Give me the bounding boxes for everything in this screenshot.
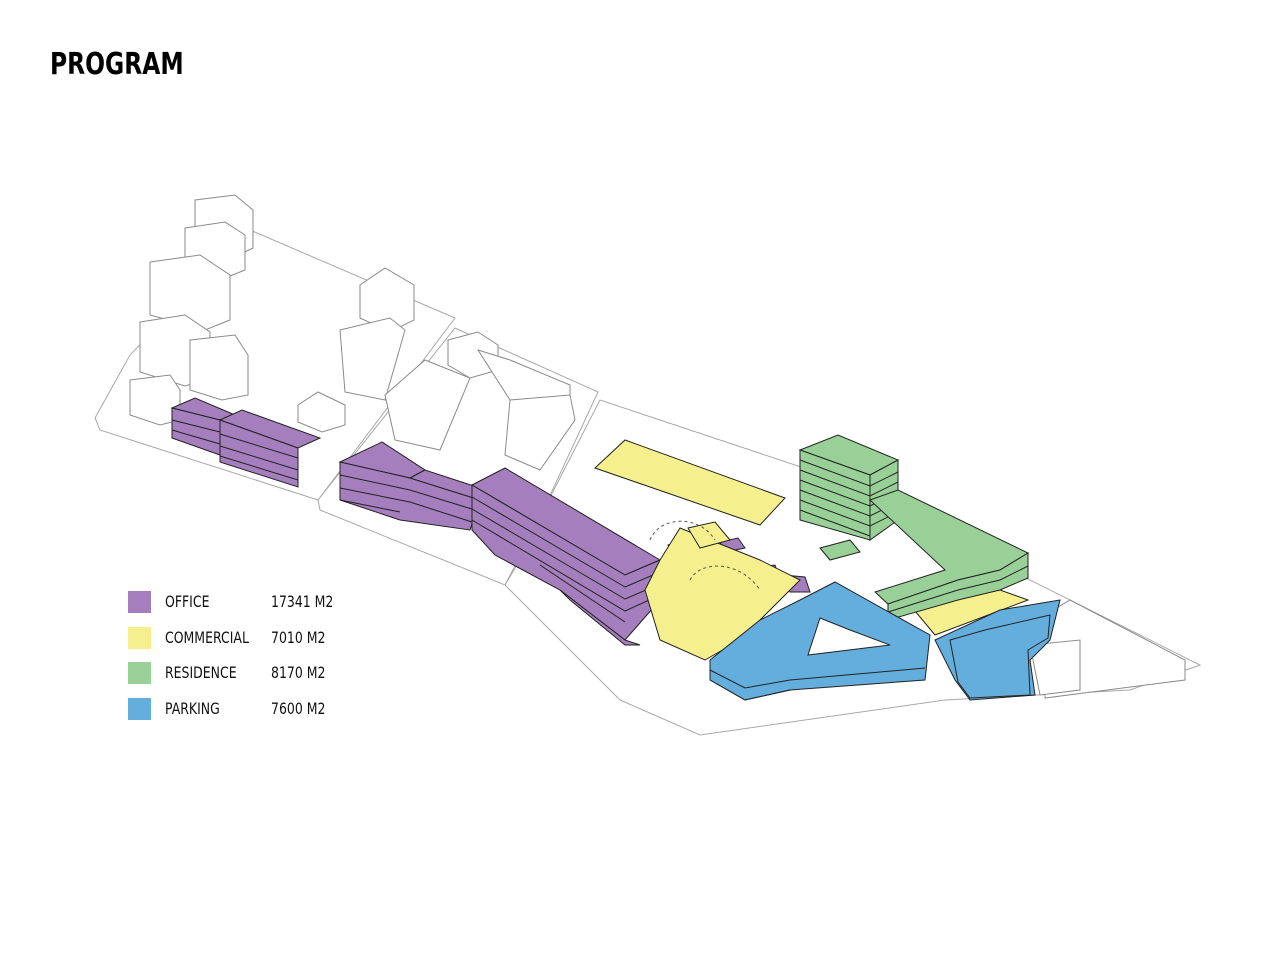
context-buildings [129, 194, 1186, 699]
legend-swatch-commercial [128, 626, 151, 649]
residence-volume [798, 434, 1030, 621]
diagram-title: PROGRAM [50, 47, 184, 82]
legend-value: 8170 M2 [271, 663, 326, 682]
site-block-west [94, 229, 456, 501]
legend-swatch-office [128, 591, 151, 613]
parking-volume [709, 581, 1061, 701]
site-block-east [504, 399, 1202, 736]
commercial-volume [594, 439, 1030, 661]
office-volume-middle [338, 441, 481, 531]
legend-value: 7010 M2 [271, 627, 326, 647]
legend-label: RESIDENCE [165, 663, 237, 682]
legend-value: 7600 M2 [271, 698, 326, 718]
legend-swatch-residence [128, 662, 151, 684]
legend-label: PARKING [165, 698, 220, 718]
legend-label: COMMERCIAL [165, 627, 249, 647]
office-volume-west [170, 397, 322, 488]
legend-label: OFFICE [165, 592, 210, 611]
legend-value: 17341 M2 [271, 592, 334, 611]
legend-swatch-parking [128, 697, 151, 720]
